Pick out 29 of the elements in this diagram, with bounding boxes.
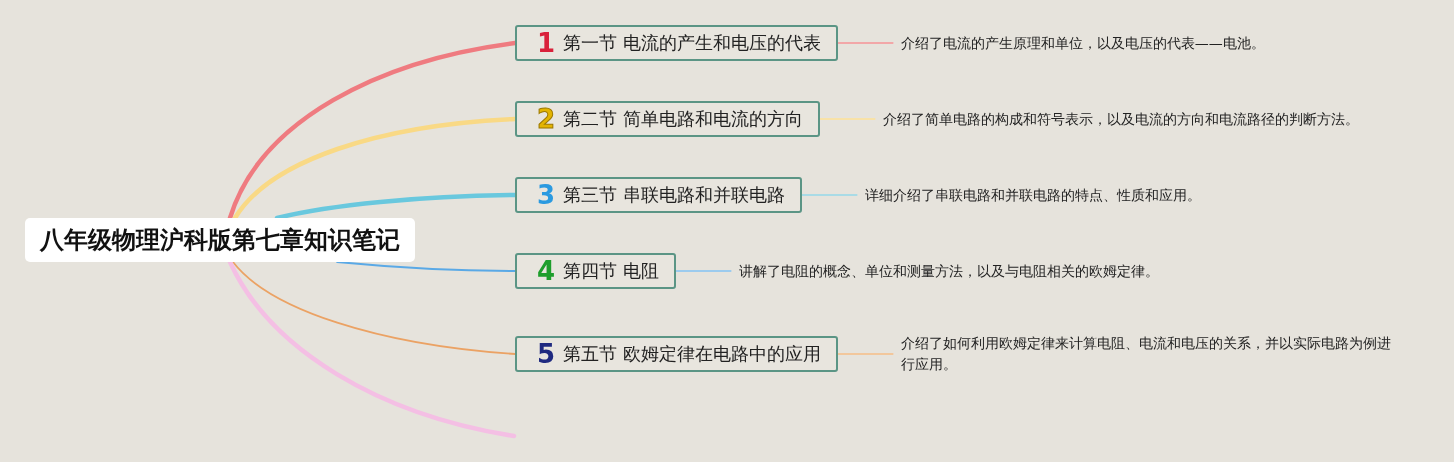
description-text: 介绍了电流的产生原理和单位，以及电压的代表——电池。 (892, 32, 1265, 54)
connector-line (818, 118, 876, 120)
topic-box (515, 336, 838, 372)
topic-number: 2 (537, 106, 556, 132)
topic-number: 1 (537, 30, 556, 56)
topic-box (515, 177, 802, 213)
branch-line (227, 259, 517, 439)
topic-title: 第四节 电阻 (563, 260, 659, 282)
topic-box (515, 253, 676, 289)
connector-line (674, 270, 732, 272)
connector-line (836, 353, 894, 355)
topic-number: 5 (537, 341, 556, 367)
topic-box (515, 25, 838, 61)
topic-number: 3 (537, 182, 556, 208)
description-text: 介绍了简单电路的构成和符号表示，以及电流的方向和电流路径的判断方法。 (874, 108, 1359, 130)
topic-title: 第五节 欧姆定律在电路中的应用 (563, 343, 821, 365)
central-topic: 八年级物理沪科版第七章知识笔记 (25, 218, 415, 262)
topic-box (515, 101, 820, 137)
description-text: 讲解了电阻的概念、单位和测量方法，以及与电阻相关的欧姆定律。 (730, 260, 1159, 282)
description-text: 介绍了如何利用欧姆定律来计算电阻、电流和电压的关系，并以实际电路为例进行应用。 (892, 333, 1399, 375)
connector-line (800, 194, 858, 196)
branch-line (336, 261, 516, 272)
branch-line (232, 261, 516, 355)
topic-title: 第二节 简单电路和电流的方向 (563, 108, 803, 130)
connector-line (836, 42, 894, 44)
topic-title: 第一节 电流的产生和电压的代表 (563, 32, 821, 54)
topic-number: 4 (537, 258, 556, 284)
topic-title: 第三节 串联电路和并联电路 (563, 184, 785, 206)
description-text: 详细介绍了串联电路和并联电路的特点、性质和应用。 (856, 184, 1201, 206)
